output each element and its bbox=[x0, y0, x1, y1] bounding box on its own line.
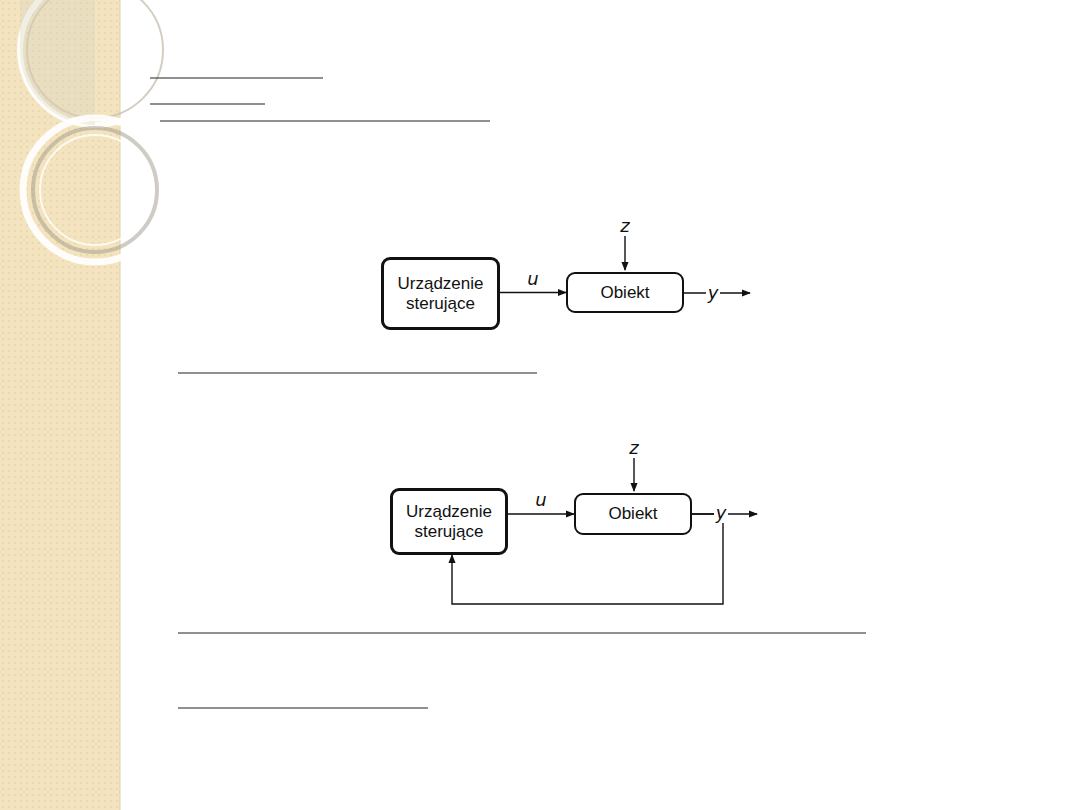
controller-box: Urządzenie sterujące bbox=[390, 488, 508, 555]
signal-arrow bbox=[500, 292, 566, 293]
box-text: Urządzenie sterujące bbox=[393, 502, 505, 541]
plant-box: Obiekt bbox=[574, 493, 692, 535]
box-text: Urządzenie sterujące bbox=[384, 274, 497, 313]
disturbance-label: z bbox=[618, 216, 631, 236]
heading-underlines bbox=[150, 78, 866, 708]
signal-arrow bbox=[508, 513, 574, 514]
output-label: y bbox=[706, 283, 721, 303]
controller-box: Urządzenie sterujące bbox=[381, 257, 500, 330]
box-text: Obiekt bbox=[600, 283, 649, 303]
decor-circles bbox=[20, 0, 170, 262]
plant-box: Obiekt bbox=[566, 272, 684, 313]
signal-label: u bbox=[533, 490, 548, 510]
output-label: y bbox=[714, 503, 729, 523]
box-text: Obiekt bbox=[608, 504, 657, 524]
disturbance-label: z bbox=[627, 438, 640, 458]
signal-label: u bbox=[525, 269, 540, 289]
